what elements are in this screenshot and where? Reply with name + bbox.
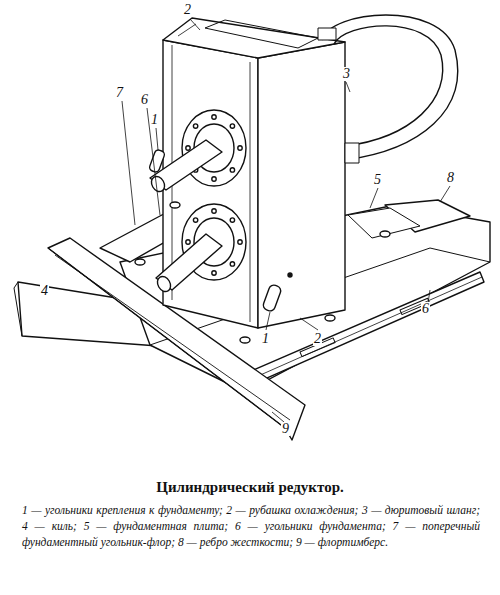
mounting-angle [135, 149, 390, 343]
bolt-hole [186, 240, 190, 244]
bolt-hole [212, 271, 216, 275]
gearbox-top [163, 18, 345, 58]
callout-number: 7 [115, 86, 124, 100]
bolt-hole [212, 115, 216, 119]
figure-caption: 1 — угольники крепления к фундаменту; 2 … [22, 502, 480, 550]
bolt-hole [193, 124, 197, 128]
callout-number: 3 [342, 67, 351, 81]
callout-number: 6 [140, 93, 149, 107]
bolt-hole [230, 262, 234, 266]
bolt-hole [238, 146, 242, 150]
bolt-hole [230, 168, 234, 172]
callout-number: 8 [446, 171, 455, 185]
bolt-hole [230, 124, 234, 128]
shaft [149, 140, 222, 294]
foundation-angle [235, 272, 484, 390]
callout-number: 6 [421, 302, 430, 316]
leader-line [122, 19, 450, 422]
cooling-jacket [258, 42, 345, 328]
bolt-hole [193, 218, 197, 222]
callout-number: 4 [40, 284, 49, 298]
bolt-hole [186, 146, 190, 150]
callout-number: 1 [261, 332, 270, 346]
callout-number: 5 [373, 173, 382, 187]
bolt-hole [238, 240, 242, 244]
callout-number: 9 [281, 422, 290, 436]
callout-number: 2 [183, 3, 192, 17]
bolt-hole [212, 209, 216, 213]
figure-title: Цилиндрический редуктор. [0, 478, 500, 496]
bolt-hole [212, 177, 216, 181]
bolt-hole [230, 218, 234, 222]
durite-hose [318, 15, 458, 163]
callout-number: 1 [150, 113, 159, 127]
callout-number: 2 [313, 332, 322, 346]
